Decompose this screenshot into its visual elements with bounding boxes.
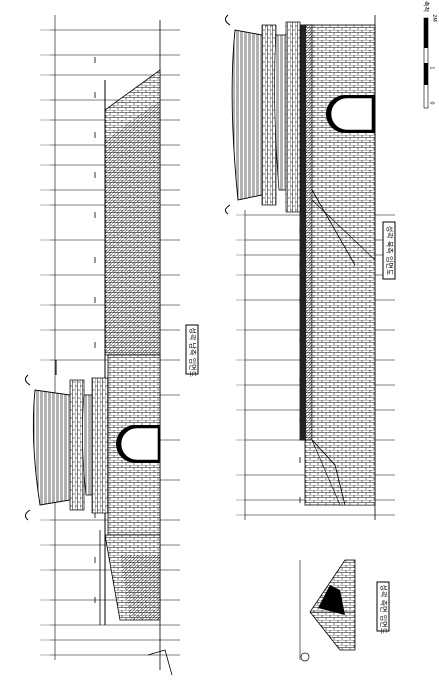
north-elevation [224,14,395,520]
scale-tick-1: 1 [428,66,435,70]
side-elevation [299,559,356,662]
south-elevation [24,15,180,676]
scale-bar [423,17,429,109]
north-elevation-title: 성곽 북측 입면도 [382,221,396,280]
north-gate-pavilion [224,14,301,215]
south-elevation-title: 성곽 남측 입면도 [185,324,199,377]
south-gate-pavilion [24,360,109,521]
scale-tick-0: 0 [428,101,435,105]
side-elevation-title: 성곽 측면 입면도 [376,581,390,634]
scale-tick-2: 2M [430,14,437,22]
scale-label: 축척 [422,0,430,13]
